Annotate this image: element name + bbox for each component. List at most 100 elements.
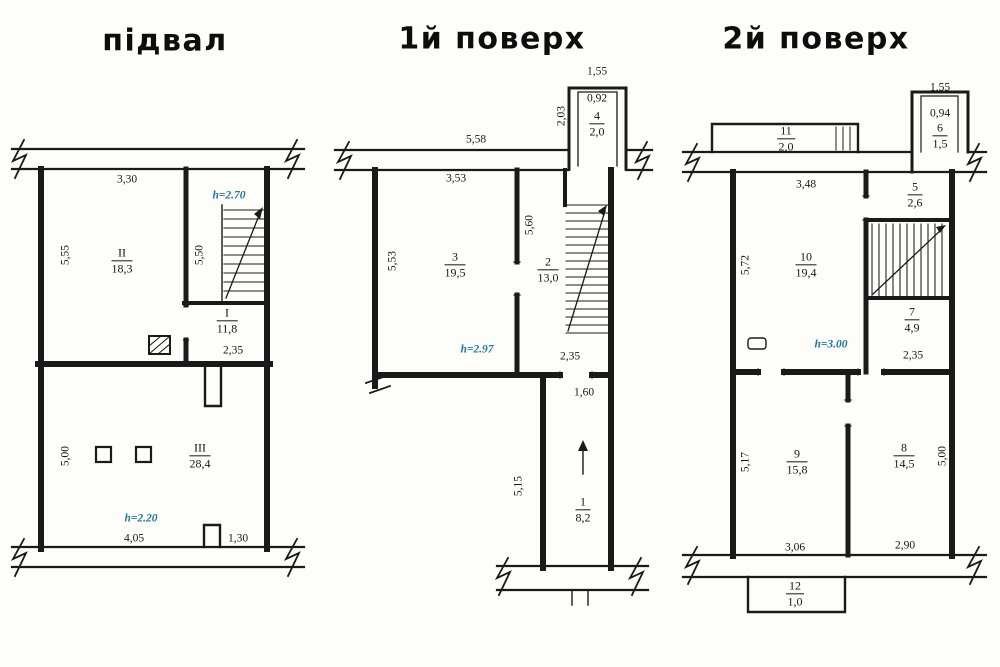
floor2-stairs-treads-icon bbox=[871, 223, 943, 297]
floor1-stairs-direction-line bbox=[567, 210, 606, 332]
floor2-room-11-number: 11 bbox=[777, 124, 795, 140]
height-basement-lower: h=2.20 bbox=[124, 512, 158, 525]
dim-floor2-2-35: 2,35 bbox=[902, 349, 924, 362]
floor2-bottom-break-left-icon bbox=[683, 545, 701, 586]
basement-plan bbox=[10, 138, 306, 578]
floor2-room-9-number: 9 bbox=[786, 447, 808, 463]
floor2-stairs-direction-line bbox=[872, 228, 943, 295]
basement-top-wall bbox=[10, 147, 306, 171]
title-floor-1: 1й поверх bbox=[398, 21, 586, 57]
dim-floor2-5-72: 5,72 bbox=[739, 254, 752, 276]
floor1-top-break-left-icon bbox=[335, 140, 353, 181]
floor2-room-9-area: 15,8 bbox=[786, 462, 808, 477]
floor2-room6-inner-lines bbox=[920, 95, 959, 153]
floor1-room-2-area: 13,0 bbox=[537, 270, 559, 285]
floor2-room-8-area: 14,5 bbox=[893, 456, 915, 471]
floor1-plan bbox=[333, 86, 654, 606]
dim-floor2-0-94: 0,94 bbox=[929, 107, 951, 120]
dim-basement-5-55: 5,55 bbox=[59, 244, 72, 266]
basement-stairs-treads-icon bbox=[223, 209, 266, 292]
floor1-room4-walls bbox=[567, 86, 628, 171]
basement-top-break-left-icon bbox=[10, 138, 28, 180]
basement-room-I-area: 11,8 bbox=[216, 321, 238, 336]
basement-bottom-break-left-icon bbox=[10, 537, 28, 578]
dim-floor2-5-00: 5,00 bbox=[936, 445, 949, 467]
floor2-stairs-arrow-icon bbox=[936, 225, 946, 233]
basement-top-break-right-icon bbox=[283, 138, 301, 180]
floor2-room-12-area: 1,0 bbox=[787, 594, 803, 609]
dim-floor1-2-03: 2,03 bbox=[555, 105, 568, 127]
floor2-room-7-number: 7 bbox=[904, 305, 920, 321]
dim-floor2-5-17: 5,17 bbox=[739, 451, 752, 473]
basement-stairs-arrow-icon bbox=[254, 207, 263, 219]
dim-basement-5-50: 5,50 bbox=[193, 244, 206, 266]
floor1-top-wall bbox=[333, 148, 654, 172]
floor2-door-jambs-3 bbox=[844, 399, 852, 427]
floor1-bottom-break-right-icon bbox=[627, 556, 645, 597]
floor1-room-4-area: 2,0 bbox=[589, 124, 605, 139]
floor2-bottom-wall bbox=[681, 553, 988, 579]
basement-column-right-icon bbox=[134, 445, 153, 464]
dim-basement-3-30: 3,30 bbox=[116, 173, 138, 186]
floor2-top-break-right-icon bbox=[965, 142, 983, 183]
height-floor1: h=2.97 bbox=[460, 343, 494, 356]
title-basement: підвал bbox=[102, 23, 228, 59]
dim-floor1-1-60: 1,60 bbox=[573, 386, 595, 399]
floor2-room-6-number: 6 bbox=[932, 121, 948, 137]
basement-wall-stub-lower bbox=[202, 523, 222, 549]
floor2-sink-icon bbox=[747, 337, 767, 350]
floor2-room-7-area: 4,9 bbox=[904, 320, 920, 335]
basement-room-II-number: II bbox=[111, 246, 133, 262]
floor2-room11-hatch-icon bbox=[835, 126, 851, 151]
dim-basement-4-05: 4,05 bbox=[123, 532, 145, 545]
floor1-stairs-arrow-icon bbox=[598, 205, 607, 216]
basement-room-I-number: I bbox=[216, 306, 238, 322]
floor1-room-1-area: 8,2 bbox=[575, 510, 591, 525]
basement-bottom-break-right-icon bbox=[283, 537, 301, 578]
dim-floor2-3-48: 3,48 bbox=[795, 178, 817, 191]
floor2-door-jambs-2 bbox=[757, 368, 885, 376]
basement-wall-stub-upper bbox=[203, 362, 223, 408]
floor1-stairs-treads-icon bbox=[565, 204, 610, 334]
floor2-bottom-break-right-icon bbox=[965, 545, 983, 586]
dim-floor1-0-92: 0,92 bbox=[586, 92, 608, 105]
basement-room-II-area: 18,3 bbox=[111, 261, 133, 276]
height-floor2: h=3.00 bbox=[814, 338, 848, 351]
floor1-room4-inner-lines bbox=[577, 91, 618, 167]
floor1-room-3-area: 19,5 bbox=[444, 265, 466, 280]
basement-stove-hatch-icon bbox=[148, 335, 171, 355]
basement-bottom-wall bbox=[10, 545, 306, 569]
dim-floor1-2-35: 2,35 bbox=[559, 350, 581, 363]
dim-floor1-5-60: 5,60 bbox=[523, 214, 536, 236]
floor2-room-11-area: 2,0 bbox=[778, 139, 794, 154]
floor1-room-1-number: 1 bbox=[575, 495, 591, 511]
floor2-room-12-number: 12 bbox=[786, 579, 804, 595]
floor2-room6-walls bbox=[910, 90, 970, 174]
dim-floor1-5-53: 5,53 bbox=[386, 250, 399, 272]
floor2-room-5-number: 5 bbox=[907, 180, 923, 196]
dim-floor2-2-90: 2,90 bbox=[894, 539, 916, 552]
dim-basement-2-35: 2,35 bbox=[222, 344, 244, 357]
basement-stove-icon bbox=[148, 335, 171, 355]
dim-floor2-3-06: 3,06 bbox=[784, 541, 806, 554]
basement-stairs-direction-line bbox=[225, 212, 261, 299]
height-basement-upper: h=2.70 bbox=[212, 189, 246, 202]
dim-floor1-5-58: 5,58 bbox=[465, 133, 487, 146]
floor2-room12-walls bbox=[746, 575, 847, 614]
floor1-entrance-steps-icon bbox=[571, 589, 589, 606]
basement-room-III-number: III bbox=[189, 441, 211, 457]
floor2-room-10-number: 10 bbox=[795, 250, 817, 266]
floor1-door-jambs-2 bbox=[559, 371, 593, 379]
dim-basement-5-00: 5,00 bbox=[59, 445, 72, 467]
dim-floor2-1-55: 1,55 bbox=[929, 81, 951, 94]
basement-room-III-area: 28,4 bbox=[189, 456, 211, 471]
